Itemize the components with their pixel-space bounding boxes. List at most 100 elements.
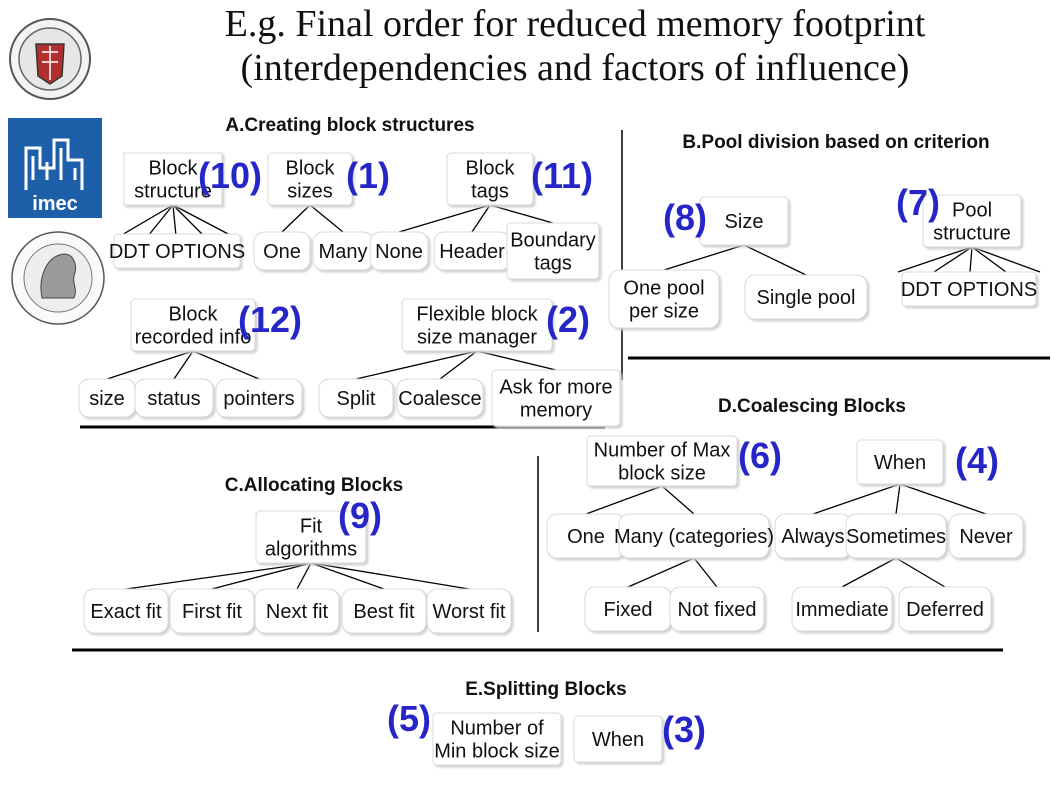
order-coalesce-when: (4): [955, 440, 999, 481]
coalesce-immediate-node: Immediate: [795, 599, 888, 621]
fit-worst-fit-node: Worst fit: [433, 601, 506, 623]
order-block-sizes: (1): [346, 155, 390, 196]
order-flexible-manager: (2): [546, 299, 590, 340]
recorded-size-node: size: [89, 388, 125, 410]
block-tags-none-node: None: [375, 241, 423, 263]
fit-best-fit-node-box: [341, 588, 427, 634]
coalesce-never-node: Never: [959, 526, 1013, 548]
ddt-options-b-node-box: [901, 271, 1037, 307]
imec-logo-text: imec: [32, 193, 78, 215]
coalesce-always-node: Always: [781, 526, 844, 548]
block-tags-none-node-box: [369, 231, 429, 271]
fit-algorithms-node-box: [255, 510, 367, 564]
manager-split-node-box: [318, 378, 394, 418]
order-max-block-size: (6): [738, 435, 782, 476]
manager-ask-memory-node-box: [491, 369, 621, 427]
block-tags-node-box: [446, 152, 534, 206]
coalesce-sometimes-node: Sometimes: [846, 526, 946, 548]
block-sizes-one-node: One: [263, 241, 301, 263]
block-sizes-node-box: [267, 152, 353, 206]
slide-title: E.g. Final order for reduced memory foot…: [95, 2, 1055, 90]
pool-size-node-box: [699, 196, 789, 246]
order-pool-structure: (7): [896, 182, 940, 223]
order-block-structure: (10): [198, 155, 262, 196]
max-size-fixed-node: Fixed: [604, 599, 653, 621]
order-min-block-size: (5): [387, 698, 431, 739]
heading-section-c: C.Allocating Blocks: [225, 475, 403, 496]
block-tags-header-node: Header: [439, 241, 505, 263]
coalesce-immediate-node-box: [791, 586, 893, 632]
ddt-options-b-node: DDT OPTIONS: [901, 279, 1037, 301]
max-size-many-node-box: [618, 513, 770, 559]
manager-split-node: Split: [337, 388, 376, 410]
min-block-size-node-box: [432, 712, 562, 766]
split-when-node-box: [573, 715, 663, 763]
fit-best-fit-node: Best fit: [353, 601, 415, 623]
order-block-tags: (11): [531, 155, 593, 196]
single-pool-node: Single pool: [757, 287, 856, 309]
manager-coalesce-node-box: [396, 378, 484, 418]
max-size-one-node: One: [567, 526, 605, 548]
order-block-recorded-info: (12): [238, 299, 302, 340]
split-when-node: When: [592, 729, 644, 751]
coalesce-deferred-node-box: [898, 586, 992, 632]
university-seal-logo: [9, 18, 91, 100]
block-structure-box: [123, 152, 223, 206]
block-tags-boundary-node-box: [506, 222, 600, 280]
max-size-many-node: Many (categories): [614, 526, 774, 548]
heading-section-b: B.Pool division based on criterion: [682, 132, 989, 153]
max-size-not-fixed-node-box: [669, 586, 765, 632]
title-line-2: (interdependencies and factors of influe…: [240, 47, 910, 89]
order-fit-algorithms: (9): [338, 495, 382, 536]
thrace-university-logo: [11, 231, 105, 325]
block-recorded-info-node-box: [130, 298, 256, 352]
fit-first-fit-node-box: [169, 588, 255, 634]
fit-exact-fit-node-box: [83, 588, 169, 634]
coalesce-never-node-box: [948, 513, 1024, 559]
pool-size-node: Size: [725, 211, 764, 233]
recorded-pointers-node: pointers: [223, 388, 294, 410]
heading-section-d: D.Coalescing Blocks: [718, 396, 906, 417]
ddt-options-a-node: DDT OPTIONS: [109, 241, 245, 263]
one-pool-per-size-node-box: [608, 269, 720, 329]
recorded-pointers-node-box: [215, 378, 303, 418]
manager-coalesce-node: Coalesce: [398, 388, 481, 410]
fit-worst-fit-node-box: [426, 588, 512, 634]
heading-section-e: E.Splitting Blocks: [465, 679, 627, 700]
max-size-not-fixed-node: Not fixed: [678, 599, 757, 621]
pool-structure-node-box: [922, 194, 1022, 248]
recorded-status-node: status: [147, 388, 200, 410]
single-pool-node-box: [744, 274, 868, 320]
fit-next-fit-node-box: [254, 588, 340, 634]
coalesce-when-node: When: [874, 452, 926, 474]
block-sizes-many-node: Many: [319, 241, 368, 263]
fit-exact-fit-node: Exact fit: [90, 601, 162, 623]
ddt-options-a-node-box: [113, 233, 241, 269]
recorded-status-node-box: [134, 378, 214, 418]
title-line-1: E.g. Final order for reduced memory foot…: [224, 3, 926, 45]
imec-logo: imec: [8, 118, 102, 218]
flexible-manager-node-box: [401, 298, 553, 352]
max-block-size-node-box: [586, 435, 738, 487]
coalesce-when-node-box: [856, 439, 944, 485]
fit-next-fit-node: Next fit: [266, 601, 329, 623]
order-split-when: (3): [662, 709, 706, 750]
coalesce-sometimes-node-box: [845, 513, 947, 559]
block-sizes-one-node-box: [253, 231, 311, 271]
heading-section-a: A.Creating block structures: [225, 115, 474, 136]
fit-first-fit-node: First fit: [182, 601, 242, 623]
order-pool-size: (8): [663, 197, 707, 238]
